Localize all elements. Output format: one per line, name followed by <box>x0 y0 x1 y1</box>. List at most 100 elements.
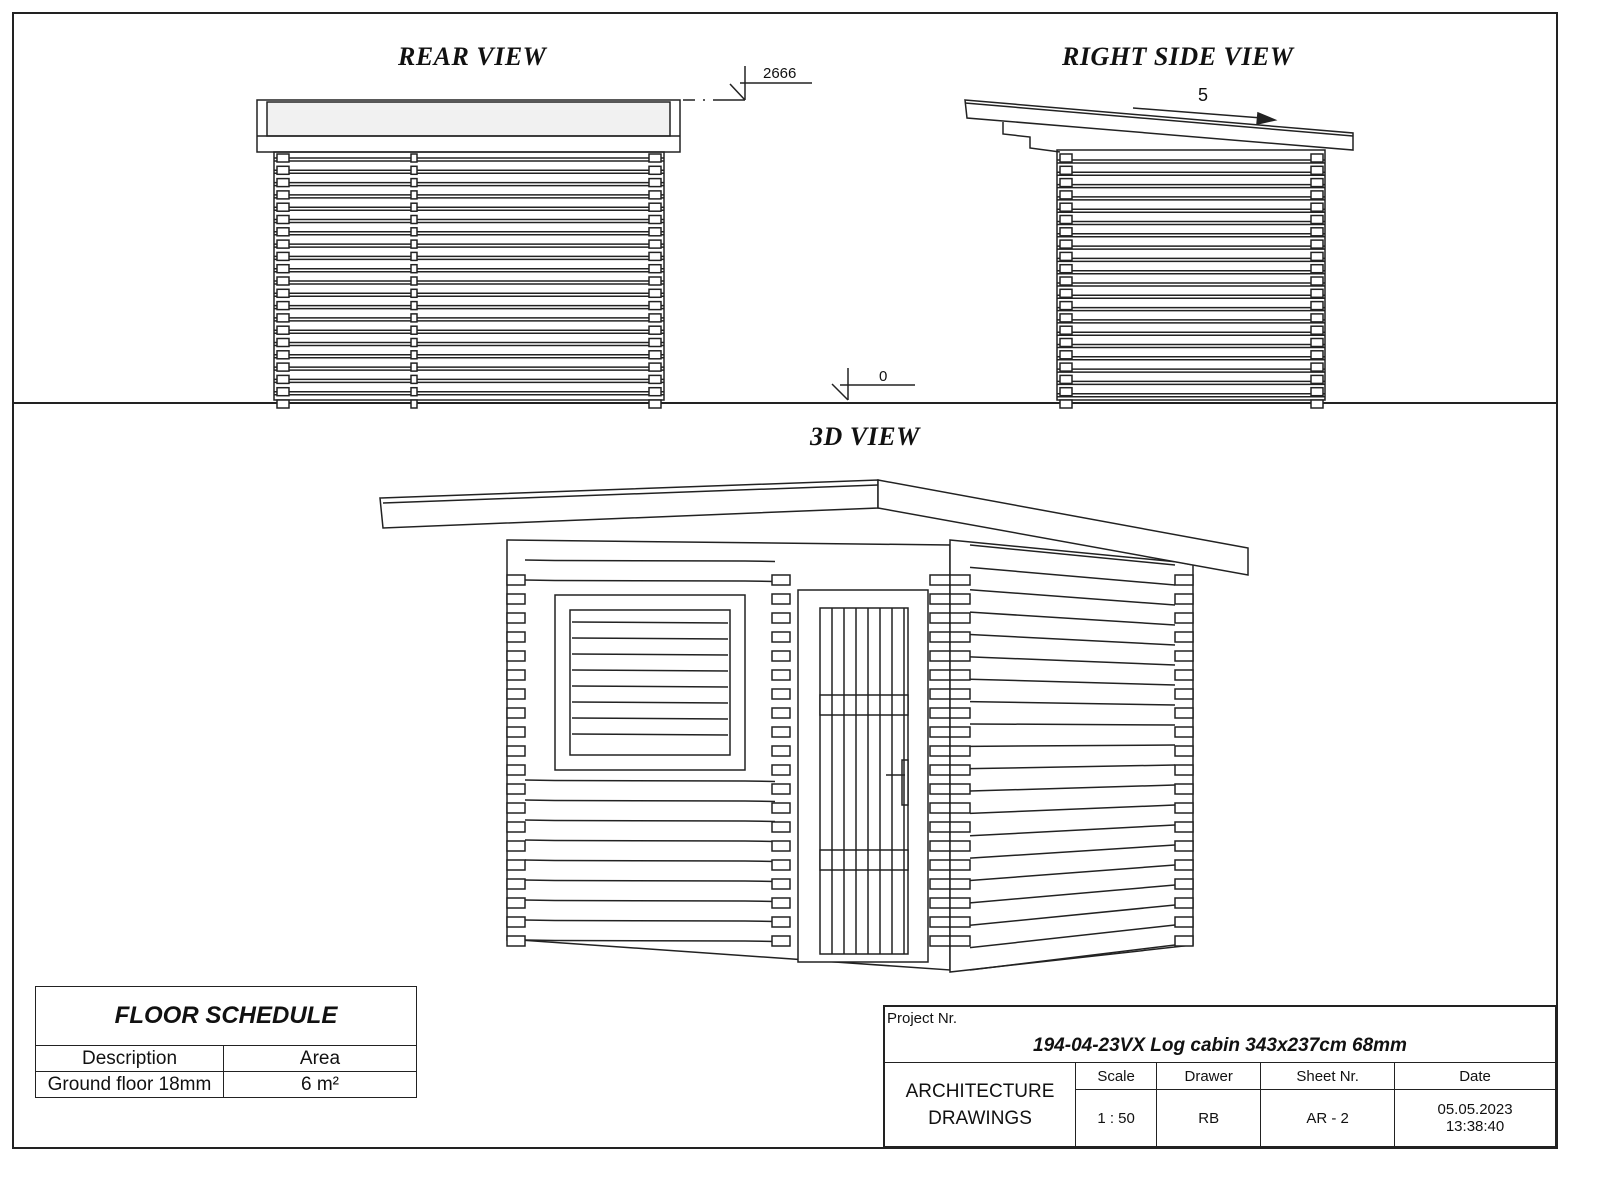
corner-post <box>1059 362 1073 372</box>
corner-post <box>276 325 290 335</box>
corner-post <box>1174 916 1194 928</box>
corner-post <box>1310 362 1324 372</box>
corner-post <box>1059 288 1073 299</box>
log-line <box>554 839 746 842</box>
corner-post <box>949 783 971 795</box>
corner-post <box>949 669 971 681</box>
corner-post <box>1174 745 1194 757</box>
side-wall <box>1056 149 1326 401</box>
corner-post <box>949 802 971 814</box>
log-line <box>524 579 556 582</box>
corner-post <box>506 821 526 833</box>
drawer-value: RB <box>1156 1089 1262 1148</box>
log-line <box>969 844 1176 859</box>
corner-post <box>929 669 951 681</box>
corner-post <box>771 574 791 586</box>
corner-post <box>506 859 526 871</box>
corner-post <box>648 386 662 397</box>
corner-post <box>771 935 791 947</box>
header-description: Description <box>35 1045 224 1072</box>
corner-post <box>410 399 418 409</box>
log-line <box>969 656 1176 666</box>
corner-post <box>1174 935 1194 947</box>
corner-post <box>506 783 526 795</box>
corner-post <box>1174 593 1194 605</box>
corner-post <box>648 350 662 360</box>
log-line <box>969 678 1176 686</box>
project-label: Project Nr. <box>887 1010 958 1027</box>
corner-post <box>1059 386 1073 397</box>
log-line <box>554 899 746 902</box>
corner-post <box>506 897 526 909</box>
corner-post <box>771 745 791 757</box>
corner-post <box>1059 214 1073 225</box>
corner-post <box>1174 878 1194 890</box>
corner-post <box>410 374 418 385</box>
corner-post <box>506 764 526 776</box>
corner-post <box>949 631 971 643</box>
level-bottom-label: 0 <box>879 368 888 385</box>
log-line <box>744 940 776 943</box>
corner-post <box>648 202 662 212</box>
corner-post <box>276 350 290 360</box>
corner-post <box>949 650 971 662</box>
corner-post <box>506 707 526 719</box>
log-line <box>969 764 1176 770</box>
corner-post <box>771 612 791 624</box>
corner-post <box>276 337 290 348</box>
log-line <box>524 899 556 902</box>
log-line <box>524 879 556 882</box>
corner-post <box>949 688 971 700</box>
corner-post <box>410 288 418 299</box>
corner-post <box>276 227 290 237</box>
corner-post <box>929 897 951 909</box>
corner-post <box>1174 669 1194 681</box>
corner-post <box>276 263 290 274</box>
header-date: Date <box>1394 1062 1557 1090</box>
corner-post <box>1310 313 1324 323</box>
corner-post <box>1174 859 1194 871</box>
log-line <box>744 780 776 783</box>
drawing-frame <box>12 12 1558 1149</box>
corner-post <box>276 276 290 286</box>
corner-post <box>771 783 791 795</box>
log-line <box>524 859 556 862</box>
row-description: Ground floor 18mm <box>35 1071 224 1098</box>
log-line <box>744 560 776 563</box>
corner-post <box>506 688 526 700</box>
log-line <box>744 900 776 903</box>
log-line <box>969 566 1176 586</box>
corner-post <box>1059 165 1073 176</box>
corner-post <box>771 821 791 833</box>
log-line <box>554 879 746 882</box>
log-line <box>969 611 1176 626</box>
corner-post <box>771 764 791 776</box>
corner-post <box>506 669 526 681</box>
floor-schedule-title: FLOOR SCHEDULE <box>35 986 417 1046</box>
corner-post <box>1174 821 1194 833</box>
log-line <box>969 723 1176 726</box>
corner-post <box>1310 251 1324 262</box>
corner-post <box>410 313 418 323</box>
corner-post <box>929 859 951 871</box>
log-line <box>524 939 556 942</box>
log-line <box>554 939 746 942</box>
corner-post <box>648 153 662 163</box>
side-roof <box>964 99 1354 151</box>
corner-post <box>929 840 951 852</box>
corner-post <box>410 153 418 163</box>
log-line <box>969 824 1176 837</box>
corner-post <box>949 935 971 947</box>
level-marker-top <box>683 66 812 101</box>
corner-post <box>771 916 791 928</box>
corner-post <box>1059 350 1073 360</box>
corner-post <box>506 878 526 890</box>
corner-post <box>1174 783 1194 795</box>
section-divider <box>12 402 1556 404</box>
corner-post <box>1174 726 1194 738</box>
corner-post <box>1059 239 1073 249</box>
corner-post <box>949 916 971 928</box>
corner-post <box>648 399 662 409</box>
corner-post <box>1059 202 1073 212</box>
